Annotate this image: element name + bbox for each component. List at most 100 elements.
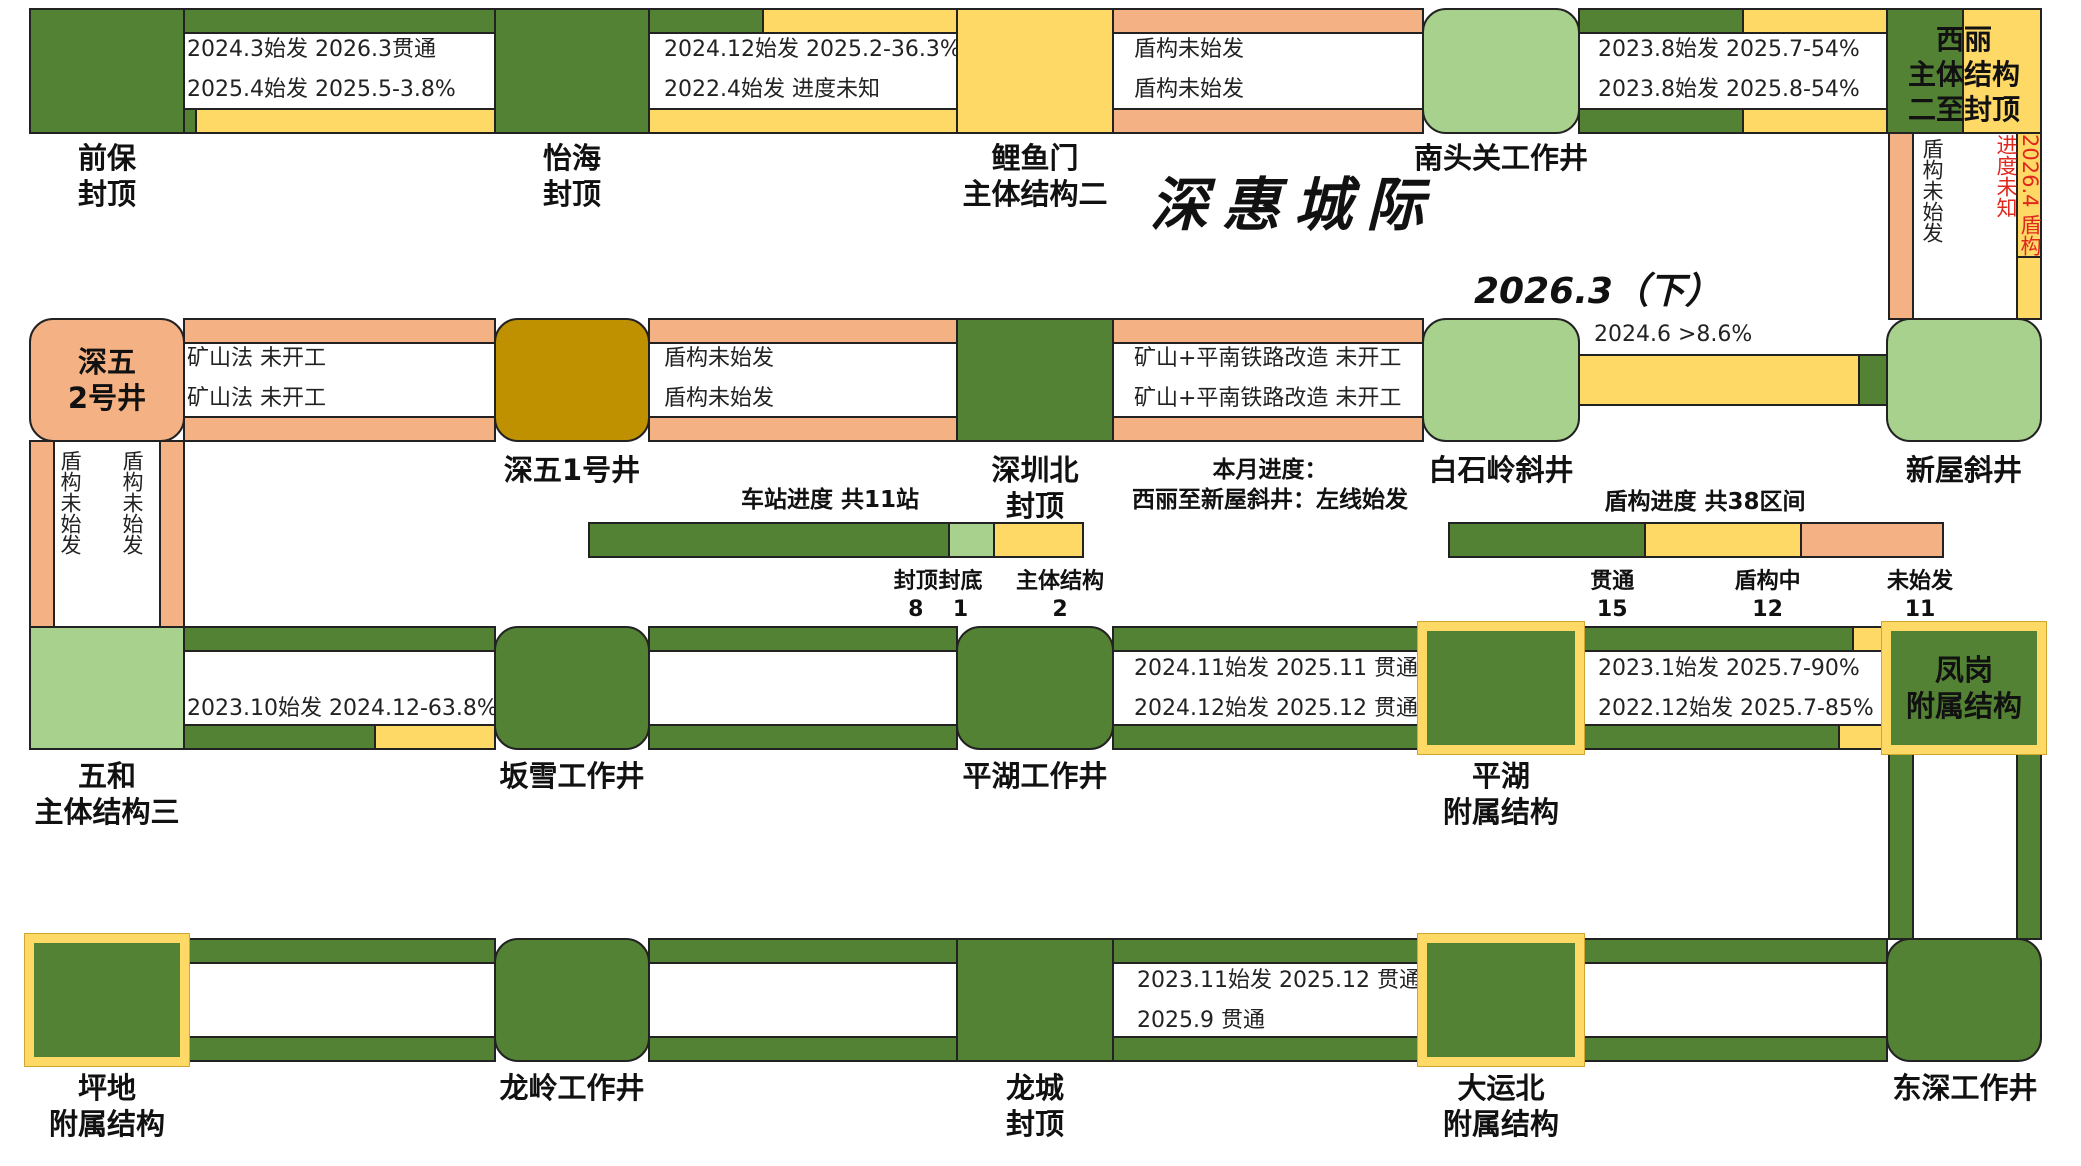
seg-text: 2024.3始发 2026.3贯通 — [187, 37, 436, 62]
tube-sw2-wuhe-right — [159, 440, 185, 628]
tube-pd-ll-top — [183, 938, 496, 964]
station-pingdi-box — [24, 933, 190, 1067]
seg-text: 2025.4始发 2025.5-3.8% — [187, 77, 456, 102]
seg-text: 2025.9 贯通 — [1137, 1008, 1265, 1033]
seg-text: 矿山+平南铁路改造 未开工 — [1134, 346, 1402, 371]
seg-text: 2024.11始发 2025.11 贯通 — [1134, 656, 1418, 681]
shield_progress-legend-item: 未始发 11 — [1886, 569, 1953, 622]
tube-ntg-xili-top-b — [1742, 8, 1888, 34]
station-qianbao-label: 前保 封顶 — [77, 141, 136, 211]
seg-text-red: 进度未知 — [1994, 134, 2018, 218]
tube-liyumen-ntg-top — [1112, 8, 1424, 34]
station-liyumen-box — [956, 8, 1114, 134]
seg-text: 矿山法 未开工 — [187, 346, 326, 371]
station-pinghu-ws-label: 平湖工作井 — [962, 759, 1108, 793]
shield_progress-segment — [1450, 524, 1645, 556]
station_progress-segment — [992, 524, 1082, 556]
station-pinghu-aux-label: 平湖 附属结构 — [1442, 759, 1559, 829]
seg-text-red: 2026.4 盾构 — [2018, 134, 2042, 257]
station-pinghu-aux-box — [1417, 621, 1585, 755]
tube-phaux-fg-bot-a — [1578, 724, 1840, 750]
seg-text: 矿山+平南铁路改造 未开工 — [1134, 386, 1402, 411]
seg-text: 2022.12始发 2025.7-85% — [1598, 696, 1874, 721]
tube-sw1-szb-top — [648, 318, 958, 344]
tube-szb-bsl-bot — [1112, 416, 1424, 442]
station-shenwu2-label: 深五 2号井 — [67, 345, 147, 415]
station_progress-legend-item: 封底 1 — [938, 569, 983, 622]
station-shenzhenbei-label: 深圳北 封顶 — [991, 453, 1079, 523]
station-baishiling-box — [1422, 318, 1580, 442]
station-fenggang-box — [1881, 621, 2047, 755]
tube-lc-dyb-bot — [1112, 1036, 1424, 1062]
station-progress-title: 车站进度 共11站 — [740, 487, 919, 513]
station-xinwu-box — [1886, 318, 2042, 442]
station-yihai-label: 怡海 封顶 — [542, 141, 601, 211]
seg-text: 盾构未始发 — [58, 450, 82, 555]
station-longcheng-label: 龙城 封顶 — [1005, 1071, 1064, 1141]
shield_progress-legend-item: 贯通 15 — [1590, 569, 1635, 622]
tube-dyb-ds-top — [1578, 938, 1888, 964]
station-wuhe-label: 五和 主体结构三 — [34, 759, 180, 829]
station-dayunbei-box — [1417, 933, 1585, 1067]
tube-yihai-liyumen-top-b — [762, 8, 958, 34]
seg-text: 2023.1始发 2025.7-90% — [1598, 656, 1860, 681]
tube-xili-xinwu-right-b — [2016, 256, 2042, 320]
page-subtitle: 2026.3（下） — [1474, 271, 1721, 312]
seg-text: 盾构未始发 — [1134, 77, 1245, 102]
tube-phaux-fg-top-a — [1578, 626, 1854, 652]
tube-ph-phaux-top — [1112, 626, 1424, 652]
seg-text: 矿山法 未开工 — [187, 386, 326, 411]
monthly-text: 西丽至新屋斜井：左线始发 — [1132, 487, 1408, 513]
seg-text: 盾构未始发 — [120, 450, 144, 555]
station-nantouguan-label: 南头关工作井 — [1413, 141, 1588, 175]
tube-qianbao-yihai-top-a — [183, 8, 496, 34]
tube-banxue-ph-top — [648, 626, 958, 652]
station-shenwu1-label: 深五1号井 — [503, 453, 641, 487]
tube-liyumen-ntg-bot — [1112, 108, 1424, 134]
seg-text: 2024.6 >8.6% — [1594, 322, 1753, 347]
station-pingdi-label: 坪地 附属结构 — [48, 1071, 165, 1141]
seg-text: 2024.12始发 2025.12 贯通 — [1134, 696, 1418, 721]
tube-fg-ds-right — [2016, 748, 2042, 940]
station-xili-label: 西丽 主体结构 二至封顶 — [1907, 23, 2020, 126]
station-dayunbei-label: 大运北 附属结构 — [1442, 1071, 1559, 1141]
station-pinghu-ws-box — [956, 626, 1114, 750]
station-dongshen-box — [1886, 938, 2042, 1062]
station-baishiling-label: 白石岭斜井 — [1428, 453, 1574, 487]
monthly-heading: 本月进度： — [1212, 457, 1328, 483]
tube-lc-dyb-top — [1112, 938, 1424, 964]
seg-text: 2023.11始发 2025.12 贯通 — [1137, 968, 1421, 993]
station-banxue-label: 坂雪工作井 — [499, 759, 645, 793]
tube-ntg-xili-bot-b — [1742, 108, 1888, 134]
tube-dyb-ds-bot — [1578, 1036, 1888, 1062]
station-xinwu-label: 新屋斜井 — [1905, 453, 2022, 487]
station-xili-box-b — [1962, 8, 2042, 134]
station-qianbao-box — [29, 8, 185, 134]
seg-text: 盾构未始发 — [664, 346, 775, 371]
shield_progress-segment — [1799, 524, 1942, 556]
station_progress-legend-item: 封顶 8 — [893, 569, 938, 622]
station_progress-segment — [947, 524, 993, 556]
station_progress-segment — [590, 524, 948, 556]
tube-fg-ds-left — [1888, 748, 1914, 940]
station-longling-box — [494, 938, 650, 1062]
station-dongshen-label: 东深工作井 — [1892, 1071, 2038, 1105]
tube-sw2-sw1-top — [183, 318, 496, 344]
tube-ll-lc-top — [648, 938, 958, 964]
tube-phaux-fg-bot-b — [1838, 724, 1888, 750]
tube-yihai-liyumen-top-a — [648, 8, 764, 34]
tube-bsl-xinwu-a — [1578, 354, 1860, 406]
tube-qianbao-yihai-bot-b — [195, 108, 496, 134]
station-liyumen-label: 鲤鱼门 主体结构二 — [962, 141, 1108, 211]
seg-text: 2023.10始发 2024.12-63.8% — [187, 696, 498, 721]
tube-xili-xinwu-right-a — [2016, 132, 2042, 258]
seg-text: 2024.12始发 2025.2-36.3% — [664, 37, 961, 62]
page-title: 深惠城际 — [1150, 171, 1439, 239]
station-longling-label: 龙岭工作井 — [499, 1071, 645, 1105]
station-shenzhenbei-box — [956, 318, 1114, 442]
shield-progress-bar — [1448, 522, 1944, 558]
station-longcheng-box — [956, 938, 1114, 1062]
